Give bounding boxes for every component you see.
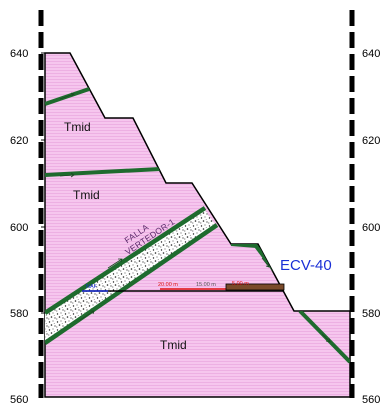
fault-hanging-wall: [45, 206, 207, 315]
borehole: NAF 20.00 m 15.00 m 5.00 m: [82, 281, 285, 292]
left-tick-label: 560: [10, 394, 28, 406]
fault-zone: [45, 210, 216, 343]
right-tick-label: 640: [362, 48, 380, 60]
left-tick-label: 600: [10, 222, 28, 234]
middle-shear: [45, 167, 161, 177]
left-tick-label: 640: [10, 48, 28, 60]
unit-label-middle: Tmid: [73, 188, 100, 202]
borehole-segment-1: 20.00 m: [158, 282, 178, 288]
station-label: ECV-40: [280, 257, 332, 274]
slip-arrows: [59, 92, 331, 343]
right-tick-label: 580: [362, 308, 380, 320]
borehole-marker: NAF: [86, 284, 98, 290]
right-tick-label: 560: [362, 394, 380, 406]
left-tick-label: 620: [10, 135, 28, 147]
borehole-segment-3: 5.00 m: [232, 281, 249, 287]
unit-label-upper: Tmid: [64, 120, 91, 134]
unit-label-lower: Tmid: [160, 338, 187, 352]
right-tick-label: 620: [362, 135, 380, 147]
fault-footwall: [45, 223, 219, 345]
borehole-segment-2: 15.00 m: [196, 282, 216, 288]
right-tick-label: 600: [362, 222, 380, 234]
left-tick-label: 580: [10, 308, 28, 320]
